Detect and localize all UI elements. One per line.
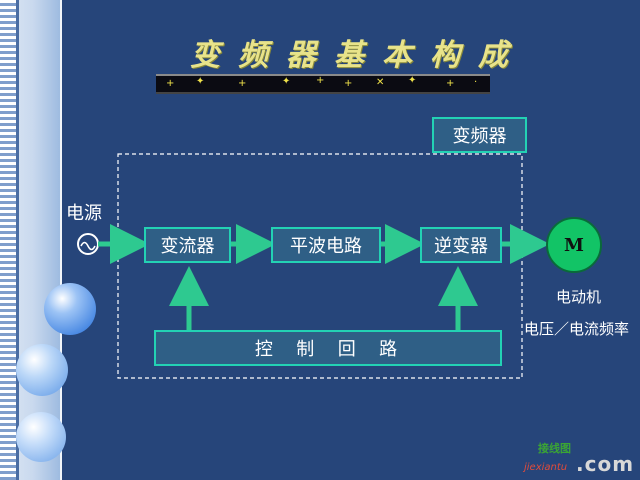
inverter-title-box: 变频器 <box>432 117 527 153</box>
binder-edge <box>16 0 19 480</box>
sparkle-icon: + <box>344 78 353 89</box>
binder-rings <box>0 0 16 480</box>
slide-title: 变频器基本构成 <box>190 38 526 73</box>
ac-source-icon <box>77 233 99 255</box>
motor-label: 电动机 <box>556 288 602 306</box>
decor-circle-1 <box>44 283 96 335</box>
sparkle-icon: + <box>446 78 455 89</box>
sparkle-icon: ✦ <box>282 76 291 87</box>
inverter-boundary <box>117 153 523 379</box>
sparkle-icon: ✦ <box>196 76 205 87</box>
rectifier-box: 变流器 <box>144 227 231 263</box>
sine-wave-icon <box>80 241 96 251</box>
watermark-top: 接线图 <box>538 442 571 455</box>
sparkle-icon: ✕ <box>376 77 385 88</box>
sparkle-icon: ✦ <box>408 75 417 86</box>
site-watermark: 接线图 .com jiexiantu <box>524 440 640 476</box>
sparkle-icon: + <box>166 78 175 89</box>
watermark-com: .com <box>576 452 635 476</box>
title-deco-bar: + ✦ + ✦ + + ✕ ✦ + · <box>156 74 490 94</box>
sparkle-icon: + <box>238 78 247 89</box>
sparkle-icon: + <box>316 75 325 86</box>
decor-circle-2 <box>16 344 68 396</box>
smoothing-circuit-box: 平波电路 <box>271 227 381 263</box>
strip-divider <box>60 0 62 480</box>
inverter-box: 逆变器 <box>420 227 502 263</box>
watermark-bottom: jiexiantu <box>524 462 568 473</box>
power-source-label: 电源 <box>66 203 102 224</box>
motor-symbol: M <box>546 217 602 273</box>
sparkle-icon: · <box>474 77 478 88</box>
output-label: 电压／电流频率 <box>524 320 630 338</box>
decor-circle-3 <box>16 412 66 462</box>
control-circuit-box: 控 制 回 路 <box>154 330 502 366</box>
